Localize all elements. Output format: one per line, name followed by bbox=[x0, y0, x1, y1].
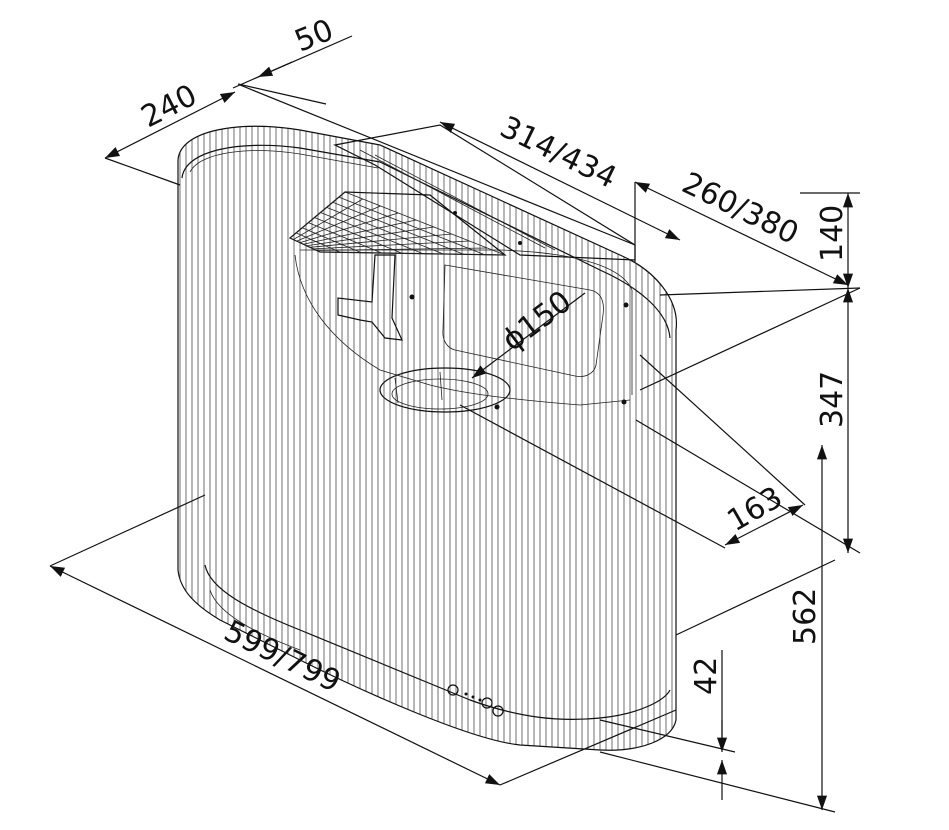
bracket bbox=[337, 254, 403, 341]
dimension-lines bbox=[49, 35, 861, 813]
grease-filter bbox=[288, 191, 507, 256]
indicator-dot-icon bbox=[478, 698, 482, 702]
mount-hole bbox=[409, 294, 415, 300]
dim-42: 42 bbox=[689, 657, 724, 695]
dim-240: 240 bbox=[136, 78, 203, 135]
top-rim-inner bbox=[189, 150, 379, 173]
dim-260-380: 260/380 bbox=[676, 166, 803, 252]
interior-wall bbox=[294, 254, 631, 406]
mount-hole bbox=[621, 399, 627, 405]
fan-button-icon bbox=[481, 697, 493, 709]
interior-back bbox=[300, 249, 633, 395]
mount-hole bbox=[623, 302, 629, 308]
dimension-labels: 50 240 314/434 260/380 140 347 ϕ150 163 … bbox=[136, 13, 850, 700]
dim-347: 347 bbox=[815, 371, 850, 428]
mount-hole bbox=[494, 404, 500, 410]
dim-140: 140 bbox=[815, 205, 850, 262]
dim-50: 50 bbox=[290, 13, 339, 60]
dim-150: ϕ150 bbox=[496, 284, 579, 358]
duct-outlet bbox=[379, 367, 511, 413]
indicator-dot-icon bbox=[471, 695, 475, 699]
dim-562: 562 bbox=[788, 588, 823, 645]
dim-314-434: 314/434 bbox=[494, 110, 621, 196]
motor-housing bbox=[442, 264, 604, 377]
indicator-dot-icon bbox=[464, 692, 468, 696]
